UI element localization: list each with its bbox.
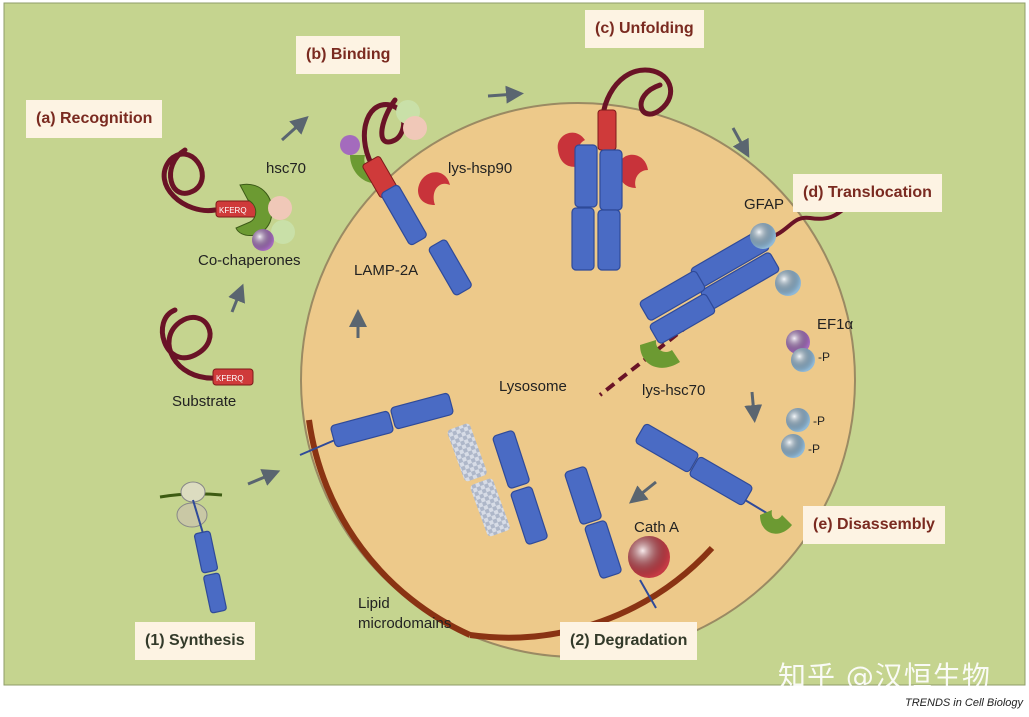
stage-label-disassembly: (e) Disassembly: [803, 506, 945, 544]
kferq-motif-label: KFERQ: [216, 374, 244, 383]
stage-label-recognition: (a) Recognition: [26, 100, 163, 138]
stage-label-binding: (b) Binding: [296, 36, 401, 74]
label-lys-hsp90: lys-hsp90: [448, 160, 513, 177]
degraded-receptor: [447, 423, 510, 537]
recognition-complex: [161, 147, 295, 251]
lipid-microdomain-arc: [469, 545, 715, 641]
unfolding-complex: [557, 67, 674, 271]
label-lysosome: Lysosome: [499, 378, 567, 395]
label-hsc70: hsc70: [266, 160, 307, 177]
disassembled-hsc70: [760, 510, 792, 534]
binding-complex: [340, 97, 472, 296]
nascent-lamp2a: [193, 530, 227, 614]
stage-label-synthesis: (1) Synthesis: [135, 622, 255, 660]
label-lys-hsc70: lys-hsc70: [642, 382, 706, 399]
journal-credit: TRENDS in Cell Biology: [905, 697, 1023, 709]
lamp2a-monomers: [299, 392, 771, 609]
stage-label-degradation: (2) Degradation: [560, 622, 698, 660]
watermark: 知乎 @汉恒生物: [778, 660, 991, 693]
label-substrate: Substrate: [172, 393, 237, 410]
translocation-complex: [598, 203, 852, 397]
process-arrows: [228, 85, 763, 504]
stage-label-unfolding: (c) Unfolding: [585, 10, 704, 48]
label-co-chaperones: Co-chaperones: [198, 252, 301, 269]
label-cath-a: Cath A: [634, 519, 680, 536]
stage-label-translocation: (d) Translocation: [793, 174, 942, 212]
ribosome: [159, 481, 223, 541]
lipid-microdomain-arc: [306, 419, 472, 638]
label-phospho: -P: [818, 350, 830, 364]
label-phospho: -P: [808, 442, 820, 456]
label-lipid: Lipid: [358, 595, 390, 612]
kferq-motif-label: KFERQ: [219, 206, 247, 215]
label-gfap: GFAP: [744, 196, 785, 213]
cath-a: [628, 536, 670, 578]
label-microdomains: microdomains: [358, 615, 452, 632]
label-lamp2a: LAMP-2A: [354, 262, 419, 279]
label-phospho: -P: [813, 414, 825, 428]
ef1a-gfap-complexes: [781, 330, 815, 458]
substrate-free: [159, 307, 254, 386]
label-ef1a: EF1α: [817, 316, 854, 333]
